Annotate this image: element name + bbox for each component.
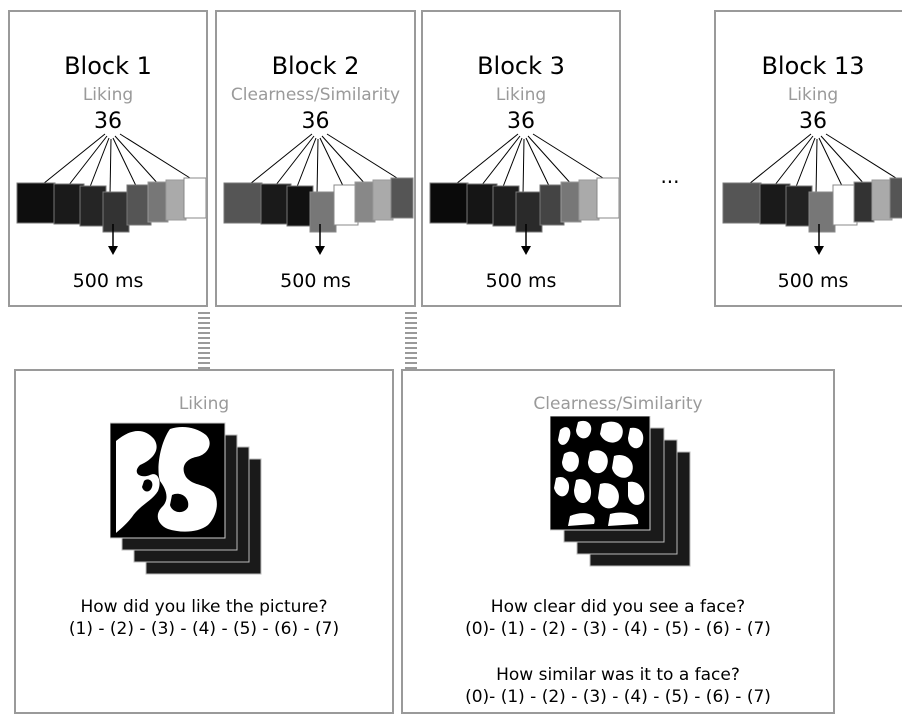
similarity-question: How similar was it to a face? — [496, 665, 740, 685]
block-3: Block 3 Liking 36 500 ms — [421, 10, 621, 307]
block-title: Block 3 — [477, 52, 565, 80]
panel-title: Clearness/Similarity — [533, 394, 703, 414]
connector-clearness — [405, 312, 417, 370]
mooney-image-stack — [110, 422, 262, 575]
block-task: Clearness/Similarity — [230, 85, 401, 105]
trial-count: 36 — [94, 109, 122, 134]
block-task: Liking — [495, 85, 547, 105]
block-title: Block 13 — [761, 52, 865, 80]
block-13: Block 13 Liking 36 500 ms — [714, 10, 902, 307]
block-title: Block 2 — [271, 52, 360, 80]
duration-label: 500 ms — [280, 270, 351, 292]
duration-label: 500 ms — [485, 270, 557, 292]
block-title: Block 1 — [64, 52, 152, 80]
liking-scale: (1) - (2) - (3) - (4) - (5) - (6) - (7) — [68, 619, 340, 639]
similarity-scale: (0)- (1) - (2) - (3) - (4) - (5) - (6) -… — [465, 687, 771, 707]
stimulus-stack-diagram — [223, 133, 414, 255]
connector-liking — [198, 312, 210, 370]
block-task: Liking — [787, 85, 839, 105]
stimulus-stack-diagram — [429, 133, 619, 255]
ellipsis: ... — [660, 164, 680, 188]
clearness-scale: (0)- (1) - (2) - (3) - (4) - (5) - (6) -… — [465, 619, 771, 639]
clearness-rating-panel: Clearness/Similarity How clear did you s… — [401, 369, 835, 714]
panel-title: Liking — [178, 394, 230, 414]
stimulus-stack-diagram — [16, 133, 206, 255]
liking-rating-panel: Liking How did you like the picture? (1)… — [14, 369, 394, 714]
liking-question: How did you like the picture? — [80, 597, 328, 617]
mooney-image-stack — [550, 416, 691, 567]
block-1: Block 1 Liking 36 500 ms — [8, 10, 208, 307]
clearness-question: How clear did you see a face? — [490, 597, 746, 617]
stimulus-stack-diagram — [722, 133, 902, 255]
block-2: Block 2 Clearness/Similarity 36 500 ms — [215, 10, 416, 307]
duration-label: 500 ms — [777, 270, 849, 292]
trial-count: 36 — [301, 109, 330, 134]
duration-label: 500 ms — [72, 270, 144, 292]
trial-count: 36 — [507, 109, 535, 134]
trial-count: 36 — [799, 109, 827, 134]
block-task: Liking — [82, 85, 134, 105]
